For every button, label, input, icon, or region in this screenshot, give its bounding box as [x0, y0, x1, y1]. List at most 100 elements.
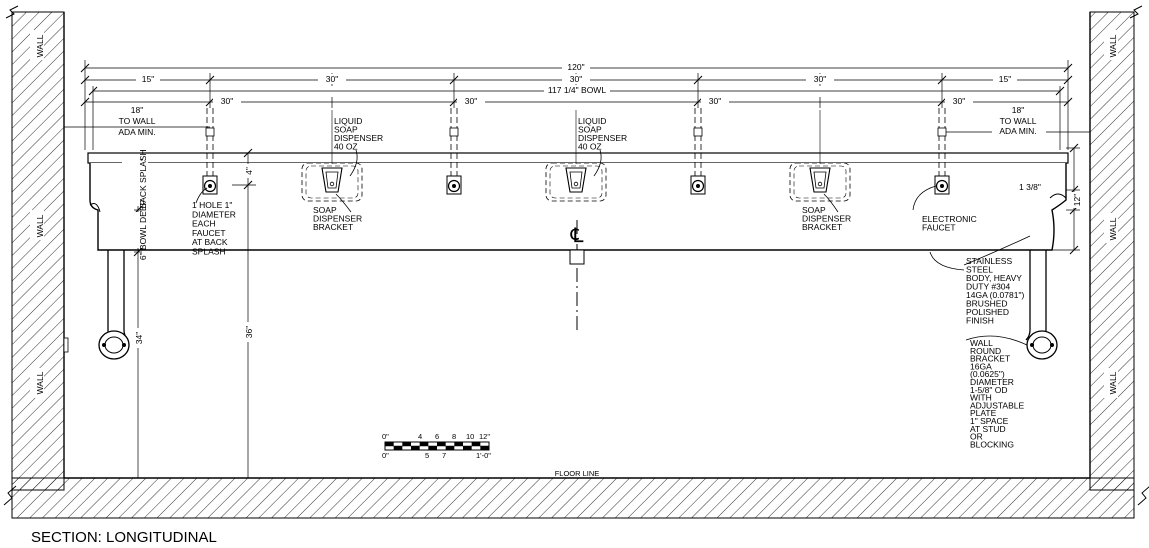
note-wall-bracket-line-5: (0.0625"): [970, 369, 1005, 379]
scale-bot-1ft: 1'-0": [476, 451, 491, 460]
drain: [569, 249, 585, 265]
note-body-line-7: POLISHED: [966, 307, 1009, 317]
dimension-ticks: [80, 63, 1073, 107]
dim-top-5: 15": [999, 74, 1011, 84]
dim-back-splash: 5" BACK SPLASH: [138, 149, 148, 218]
dim-bowl: 117 1/4" BOWL: [548, 85, 606, 95]
dimension-text: 120" 15" 30" 30" 30" 15" 117 1/4" BOWL 3…: [110, 62, 1046, 137]
centerline: ℄: [569, 220, 585, 330]
ada-left-line-3: ADA MIN.: [118, 127, 155, 137]
note-wall-bracket-line-12: AT STUD: [970, 424, 1006, 434]
note-wall-bracket-line-3: BRACKET: [970, 354, 1010, 364]
scale-top-6: 6: [435, 432, 439, 441]
note-faucet-hole-line-1: 1 HOLE 1": [192, 200, 232, 210]
right-wall-bracket: [1025, 250, 1058, 360]
ada-left-line-1: 18": [131, 105, 143, 115]
dim-splash-4: 4": [244, 167, 254, 175]
note-bracket-right-line-3: BRACKET: [802, 222, 842, 232]
dim-faucet-3: 30": [709, 96, 721, 106]
note-wall-bracket-line-4: 16GA: [970, 361, 992, 371]
dim-bowl-deep: 6" BOWL DEEP: [138, 200, 148, 261]
note-wall-bracket-line-9: ADJUSTABLE: [970, 400, 1024, 410]
faucet: [934, 108, 950, 195]
note-faucet-hole-line-5: AT BACK: [192, 237, 228, 247]
faucet: [690, 108, 706, 195]
note-soap-left-line-4: 40 OZ: [334, 142, 358, 152]
scale-top-12: 12": [479, 432, 490, 441]
floor-line-label: FLOOR LINE: [555, 469, 600, 478]
note-soap-center-line-1: LIQUID: [578, 116, 606, 126]
note-wall-bracket: WALLROUNDBRACKET16GA(0.0625")DIAMETER1-5…: [970, 338, 1024, 449]
note-bracket-right-line-2: DISPENSER: [802, 214, 851, 224]
soap-dispenser: [789, 110, 851, 202]
note-soap-left-line-2: SOAP: [334, 125, 358, 135]
note-bracket-right-line-1: SOAP: [802, 205, 826, 215]
note-soap-center-line-2: SOAP: [578, 125, 602, 135]
dim-faucet-4: 30": [953, 96, 965, 106]
note-faucet-hole-line-2: DIAMETER: [192, 209, 236, 219]
note-wall-bracket-line-2: ROUND: [970, 346, 1001, 356]
scale-bot-0: 0": [382, 451, 389, 460]
note-bracket-left-line-2: DISPENSER: [313, 214, 362, 224]
dim-overall: 120": [567, 62, 584, 72]
faucets: [202, 108, 950, 195]
wall-label-right-mid: WALL: [1108, 217, 1118, 240]
scale-bot-5: 5: [425, 451, 429, 460]
dim-right-1-3-8: 1 3/8": [1019, 182, 1041, 192]
scale-bot-7: 7: [442, 451, 446, 460]
note-wall-bracket-line-10: PLATE: [970, 408, 997, 418]
ada-note-left: 18" TO WALL ADA MIN.: [110, 105, 164, 137]
sink-top-rim: [87, 152, 1069, 164]
ada-right-line-1: 18": [1012, 105, 1024, 115]
left-wall-bracket: [63, 250, 130, 360]
note-electronic-faucet-line-2: FAUCET: [922, 223, 956, 233]
faucet: [446, 108, 462, 195]
left-wall: [11, 11, 65, 491]
drawing-title: SECTION: LONGITUDINAL: [31, 529, 217, 546]
note-wall-bracket-line-8: WITH: [970, 393, 992, 403]
wall-label-left-bot: WALL: [35, 371, 45, 394]
ada-right-line-3: ADA MIN.: [999, 126, 1036, 136]
wall-label-right-bot: WALL: [1108, 371, 1118, 394]
note-electronic-faucet-line-1: ELECTRONIC: [922, 214, 977, 224]
note-wall-bracket-line-11: 1" SPACE: [970, 416, 1009, 426]
note-wall-bracket-line-1: WALL: [970, 338, 993, 348]
dim-top-2: 30": [326, 74, 338, 84]
dim-right-12: 12": [1072, 194, 1082, 206]
ada-left-line-2: TO WALL: [119, 116, 156, 126]
scale-top-8: 8: [452, 432, 456, 441]
soap-dispenser: [301, 110, 363, 202]
note-wall-bracket-line-6: DIAMETER: [970, 377, 1014, 387]
wall-label-right-top: WALL: [1108, 34, 1118, 57]
note-soap-center-line-3: DISPENSER: [578, 133, 627, 143]
leader-lines: [195, 149, 1031, 346]
scale-top-10: 10: [466, 432, 474, 441]
note-body-line-3: BODY, HEAVY: [966, 273, 1022, 283]
note-body-line-6: BRUSHED: [966, 299, 1008, 309]
ada-note-right: 18" TO WALL ADA MIN.: [992, 105, 1046, 136]
soap-dispensers: [301, 110, 851, 202]
floor-slab: [11, 477, 1135, 519]
scale-top-4: 4: [418, 432, 422, 441]
scale-top-0: 0": [382, 432, 389, 441]
dim-top-1: 15": [142, 74, 154, 84]
dim-top-3: 30": [570, 74, 582, 84]
note-faucet-hole-line-4: FAUCET: [192, 228, 226, 238]
note-bracket-left-line-3: BRACKET: [313, 222, 353, 232]
note-body-line-2: STEEL: [966, 265, 993, 275]
right-wall: [1089, 11, 1135, 491]
ada-right-line-2: TO WALL: [1000, 116, 1037, 126]
note-soap-left-line-1: LIQUID: [334, 116, 362, 126]
note-soap-center-line-4: 40 OZ: [578, 142, 602, 152]
dim-faucet-1: 30": [221, 96, 233, 106]
note-body-line-1: STAINLESS: [966, 256, 1012, 266]
note-soap-left-line-3: DISPENSER: [334, 133, 383, 143]
wall-label-left-mid: WALL: [35, 214, 45, 237]
